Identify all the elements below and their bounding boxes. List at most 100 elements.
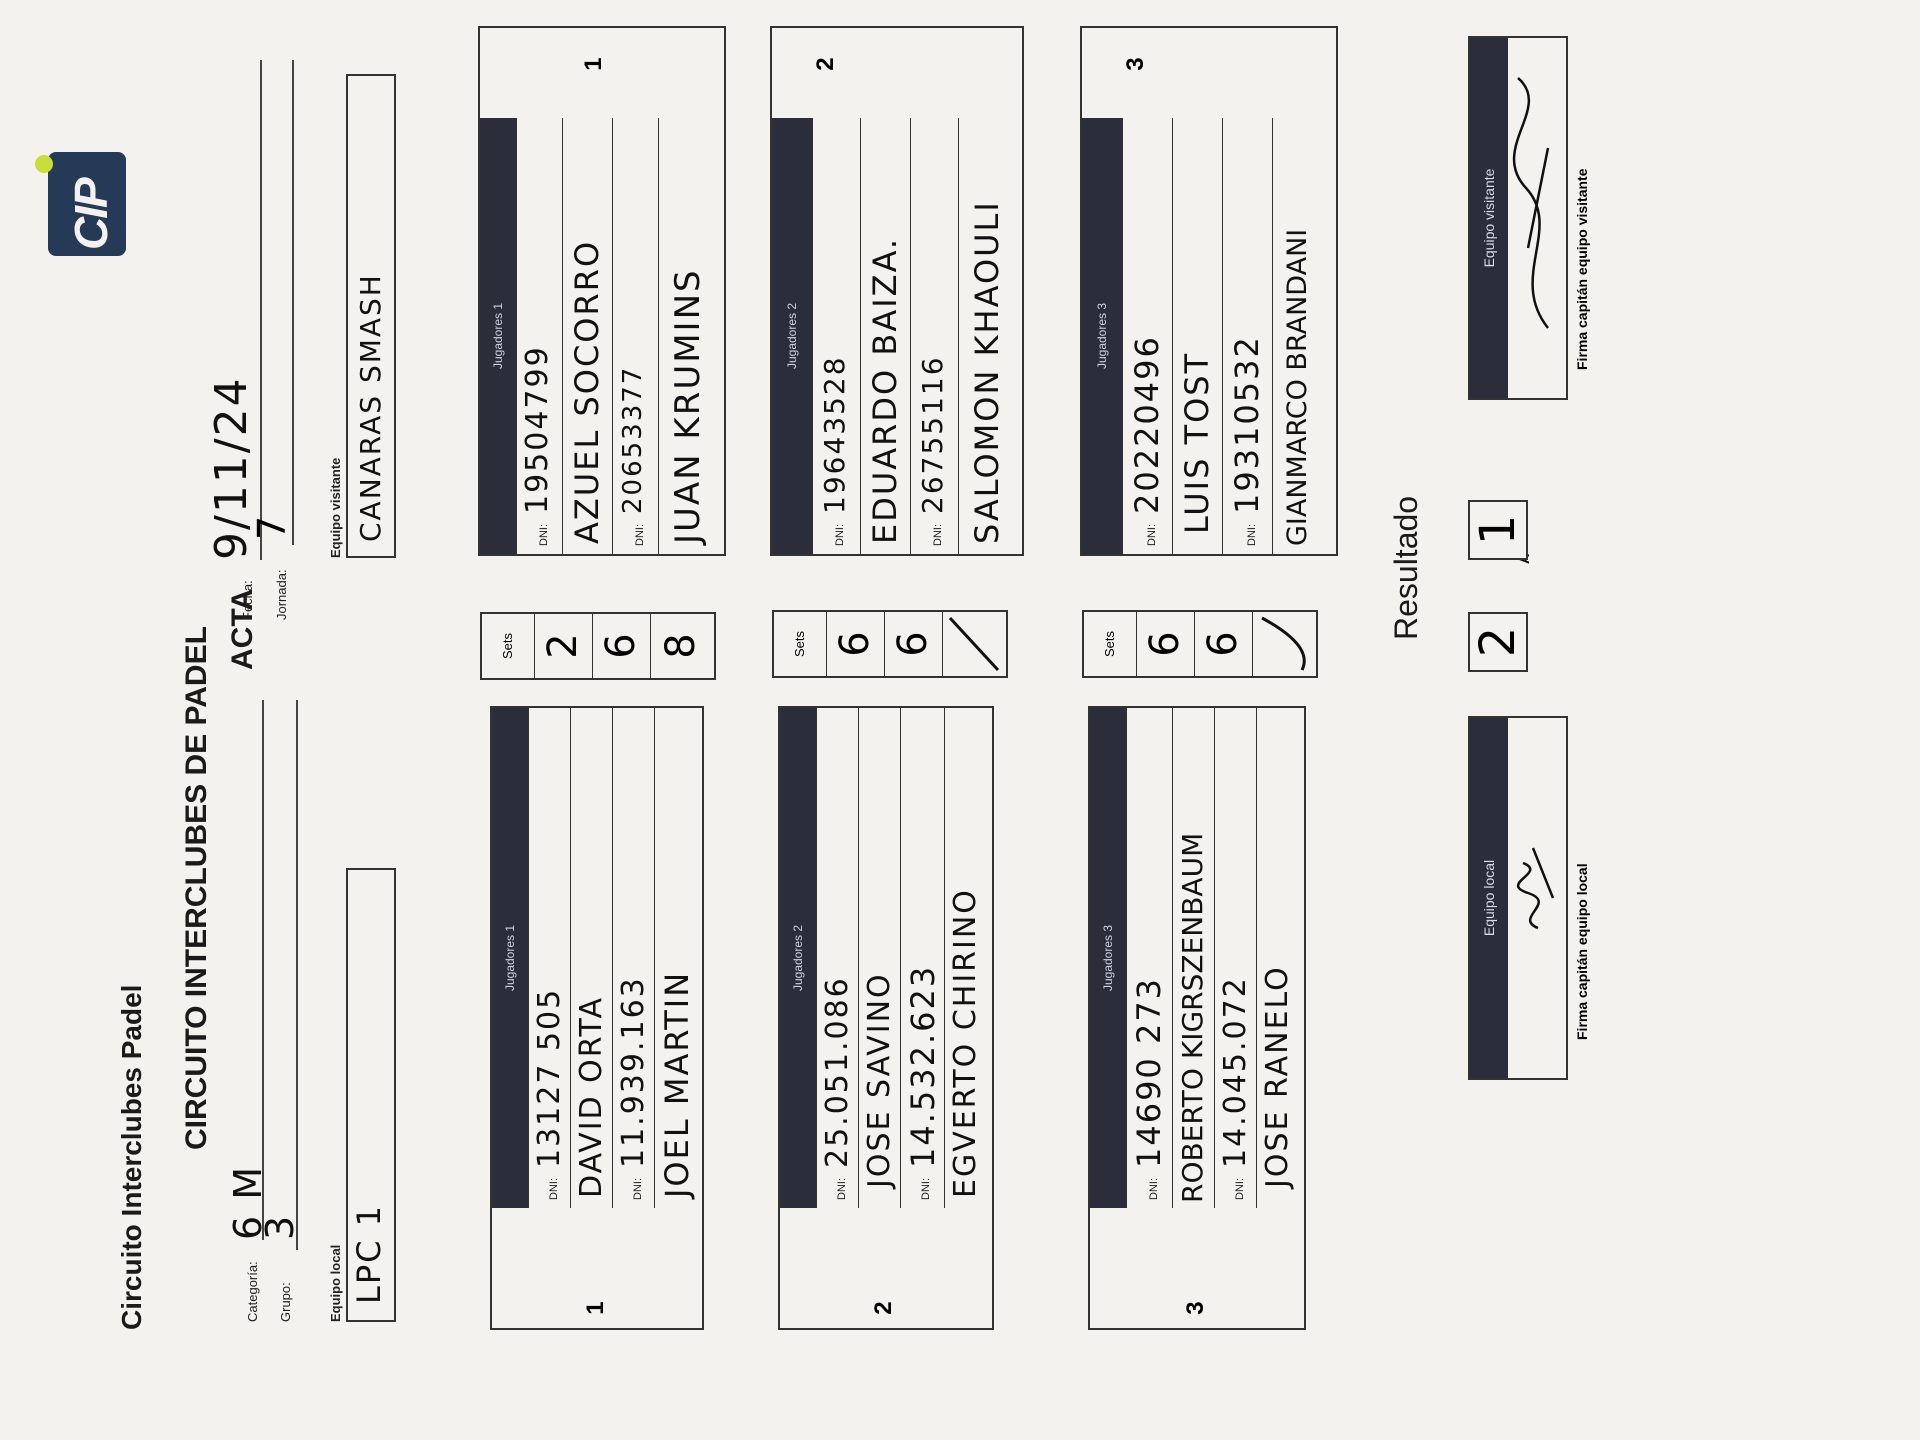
local-signature-box[interactable]: Equipo local (1468, 716, 1568, 1080)
match-1-local-set-3[interactable]: 8 (658, 633, 704, 659)
dni-label: DNI: (1246, 524, 1258, 546)
jornada-line (292, 60, 294, 545)
fecha-label: Fecha: (240, 580, 255, 620)
fecha-line (260, 60, 262, 560)
dni-label: DNI: (1234, 1178, 1246, 1200)
jornada-value[interactable]: 7 (250, 513, 294, 540)
resultado-label: Resultado (1388, 495, 1424, 640)
dni-label: DNI: (632, 1178, 644, 1200)
equipo-local-field[interactable]: LPC 1 (346, 868, 396, 1322)
grupo-label: Grupo: (278, 1282, 293, 1322)
visitor-signature-box[interactable]: Equipo visitante (1468, 36, 1568, 400)
match-1-local-table: 1 Jugadores 1 DNI: 13127 505 DAVID ORTA … (490, 706, 704, 1330)
match-3-local-p1-dni[interactable]: 14690 273 (1130, 976, 1168, 1168)
match-2-visitor-header: Jugadores 2 (772, 118, 812, 554)
cip-logo: CIP (20, 144, 140, 264)
match-1-visitor-header: Jugadores 1 (480, 118, 516, 554)
sets-header: Sets (482, 614, 535, 678)
grupo-value[interactable]: 3 (258, 1213, 302, 1240)
match-2-local-p1-dni[interactable]: 25.051.086 (820, 976, 855, 1168)
local-signature-caption: Firma capitán equipo local (1574, 863, 1590, 1040)
match-3-visitor-p1-name[interactable]: LUIS TOST (1178, 351, 1216, 534)
match-2-local-p1-name[interactable]: JOSE SAVINO (862, 972, 897, 1188)
local-signature-header: Equipo local (1470, 718, 1508, 1078)
match-1-local-p1-dni[interactable]: 13127 505 (532, 987, 567, 1168)
jornada-label: Jornada: (274, 569, 289, 620)
match-1-local-p2-name[interactable]: JOEL MARTIN (658, 970, 696, 1198)
resultado-visitor-score[interactable]: 1 (1468, 500, 1528, 560)
categoria-label: Categoría: (245, 1261, 260, 1322)
match-3-visitor-number: 3 (1122, 57, 1149, 71)
logo-text: CIP (65, 179, 117, 250)
match-2-visitor-table: Jugadores 2 2 DNI: 19643528 EDUARDO BAIZ… (770, 26, 1024, 556)
match-2-local-table: 2 Jugadores 2 DNI: 25.051.086 JOSE SAVIN… (778, 706, 994, 1330)
visitor-signature-scribble (1512, 77, 1550, 329)
equipo-visitante-label: Equipo visitante (328, 457, 343, 558)
local-signature-scribble (1516, 847, 1555, 930)
match-1-visitor-p1-dni[interactable]: 19504799 (520, 345, 555, 514)
match-2-number: 2 (870, 1301, 897, 1315)
match-1-local-p1-name[interactable]: DAVID ORTA (574, 996, 609, 1198)
match-3-local-p1-name[interactable]: ROBERTO KIGRSZENBAUM (1176, 832, 1209, 1203)
match-3-visitor-p2-dni[interactable]: 19310532 (1228, 335, 1266, 514)
match-2-visitor-p2-name[interactable]: SALOMON KHAOULI (968, 200, 1006, 544)
match-2-visitor-p2-dni[interactable]: 26755116 (916, 355, 949, 514)
match-3-visitor-header: Jugadores 3 (1082, 118, 1122, 554)
cip-logo-graphic (35, 152, 126, 256)
match-2-visitor-number: 2 (812, 57, 839, 71)
set-strike-mark (948, 616, 1000, 672)
match-1-local-set-2[interactable]: 6 (592, 614, 651, 678)
dni-label: DNI: (932, 524, 944, 546)
dni-label: DNI: (1148, 1178, 1160, 1200)
match-3-visitor-p2-name[interactable]: GIANMARCO BRANDANI (1282, 228, 1313, 546)
match-2-local-sets: Sets 6 6 (772, 610, 1008, 678)
visitor-signature-caption: Firma capitán equipo visitante (1574, 168, 1590, 371)
match-3-local-set-2[interactable]: 6 (1194, 612, 1253, 676)
match-2-visitor-p1-name[interactable]: EDUARDO BAIZA. (866, 236, 904, 544)
sets-header: Sets (774, 612, 827, 676)
equipo-visitante-value: CANARAS SMASH (354, 273, 387, 542)
match-3-visitor-p1-dni[interactable]: 20220496 (1128, 335, 1166, 514)
match-2-visitor-p1-dni[interactable]: 19643528 (818, 355, 851, 514)
match-3-local-set-1[interactable]: 6 (1136, 612, 1195, 676)
org-name: Circuito Interclubes Padel (116, 984, 147, 1330)
match-1-visitor-p1-name[interactable]: AZUEL SOCORRO (568, 239, 606, 544)
dni-label: DNI: (548, 1178, 560, 1200)
match-3-local-p2-name[interactable]: JOSE RANELO (1260, 965, 1295, 1188)
match-1-local-sets: Sets 2 6 8 (480, 612, 716, 680)
match-3-visitor-table: Jugadores 3 3 DNI: 20220496 LUIS TOST DN… (1080, 26, 1338, 556)
dni-label: DNI: (834, 524, 846, 546)
match-1-local-set-1[interactable]: 2 (534, 614, 593, 678)
match-2-local-header: Jugadores 2 (780, 708, 816, 1208)
dni-label: DNI: (1146, 524, 1158, 546)
equipo-local-value: LPC 1 (350, 1204, 388, 1304)
dni-label: DNI: (634, 524, 646, 546)
match-2-local-p2-dni[interactable]: 14.532.623 (904, 964, 942, 1168)
match-2-local-set-1[interactable]: 6 (826, 612, 885, 676)
resultado-local-score[interactable]: 2 (1468, 612, 1528, 672)
set-strike-mark (1261, 616, 1306, 671)
match-1-number: 1 (582, 1301, 609, 1315)
equipo-visitante-field[interactable]: CANARAS SMASH (346, 74, 396, 558)
dni-label: DNI: (920, 1178, 932, 1200)
match-1-visitor-table: Jugadores 1 1 DNI: 19504799 AZUEL SOCORR… (478, 26, 726, 556)
equipo-local-label: Equipo local (328, 1244, 343, 1322)
dni-label: DNI: (836, 1178, 848, 1200)
match-3-local-header: Jugadores 3 (1090, 708, 1126, 1208)
match-2-local-p2-name[interactable]: EGVERTO CHIRINO (948, 888, 983, 1198)
sets-header: Sets (1084, 612, 1137, 676)
match-3-local-sets: Sets 6 6 (1082, 610, 1318, 678)
match-1-visitor-p2-dni[interactable]: 20653377 (618, 365, 648, 514)
visitor-signature-header: Equipo visitante (1470, 38, 1508, 398)
match-2-local-set-2[interactable]: 6 (884, 612, 943, 676)
match-3-local-table: 3 Jugadores 3 DNI: 14690 273 ROBERTO KIG… (1088, 706, 1306, 1330)
page-title: CIRCUITO INTERCLUBES DE PADEL (180, 626, 213, 1150)
dni-label: DNI: (538, 524, 550, 546)
match-1-local-header: Jugadores 1 (492, 708, 528, 1208)
match-3-local-p2-dni[interactable]: 14.045.072 (1218, 976, 1253, 1168)
match-1-visitor-number: 1 (580, 57, 607, 71)
match-3-number: 3 (1182, 1301, 1209, 1315)
match-1-visitor-p2-name[interactable]: JUAN KRUMINS (668, 268, 708, 544)
match-1-local-p2-dni[interactable]: 11.939.163 (616, 976, 651, 1168)
